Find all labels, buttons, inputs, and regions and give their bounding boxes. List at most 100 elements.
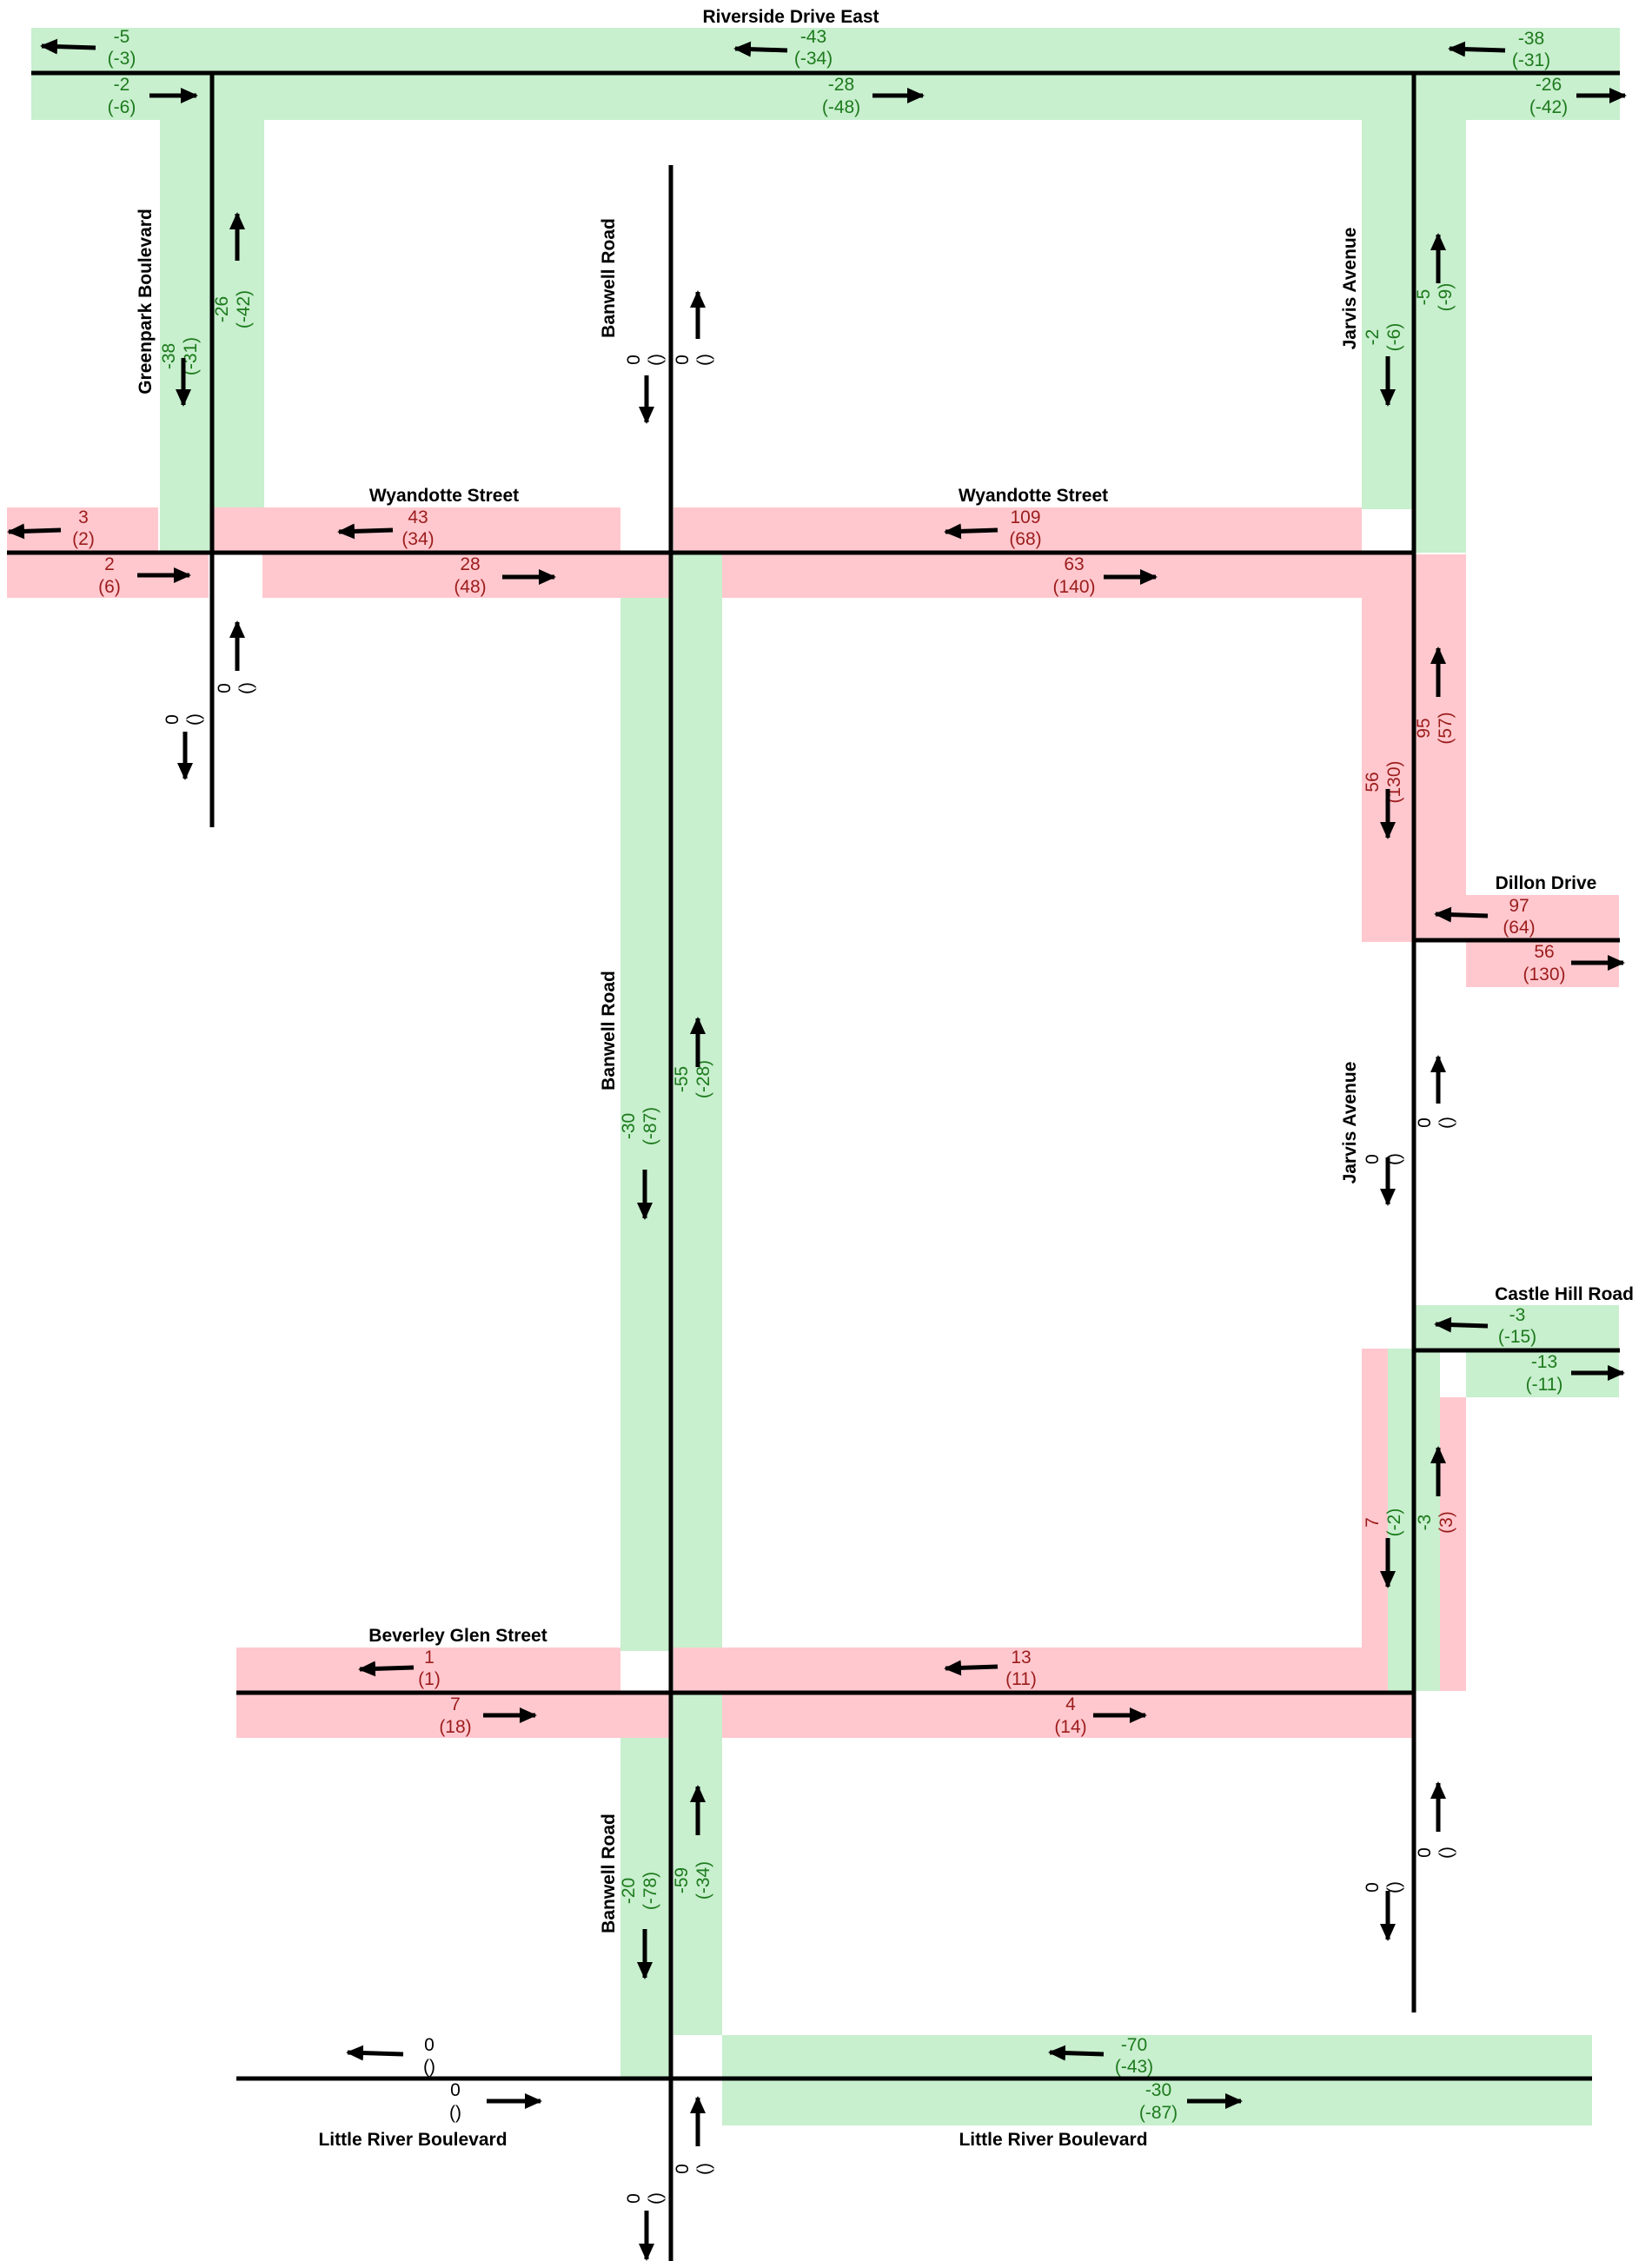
- flow-value: 0: [1363, 1154, 1383, 1164]
- band-beverley-w-wb: [236, 1648, 620, 1691]
- vertical-flows: -38 (-31) -26 (-42) 0 () 0 () 0 () 0 (): [159, 212, 1456, 2261]
- band-banwell-s-nb: [673, 1694, 722, 2035]
- flow-percent: (-3): [108, 49, 136, 69]
- flow-bands: [7, 28, 1620, 2125]
- flow-value: 7: [450, 1694, 461, 1714]
- band-jarvis-cs-nb-inner: [1416, 1349, 1440, 1691]
- flow-label: 4 (14): [1054, 1694, 1086, 1737]
- band-beverley-e-wb: [673, 1648, 1388, 1691]
- flow-label: -2 (-6): [1363, 323, 1404, 352]
- arrow-left-icon: [944, 523, 998, 540]
- flow-percent: (-87): [640, 1107, 660, 1145]
- road-name-banwell-road-south: Banwell Road: [599, 1813, 619, 1933]
- arrow-left-icon: [358, 1661, 415, 1677]
- flow-value: 56: [1534, 942, 1554, 962]
- flow-label: 109 (68): [1009, 507, 1041, 549]
- flow-percent: (6): [98, 577, 121, 597]
- flow-percent: (-43): [1115, 2057, 1153, 2077]
- flow-value: 0: [424, 2035, 435, 2055]
- flow-value: 63: [1064, 554, 1084, 574]
- flow-label: -2 (-6): [108, 75, 136, 117]
- band-wyandotte-mid-wb: [214, 507, 620, 551]
- flow-label: 7 (-2): [1363, 1508, 1404, 1537]
- band-riverside-eb: [31, 75, 1620, 120]
- road-name-banwell-road-mid: Banwell Road: [599, 971, 619, 1091]
- flow-percent: (-34): [794, 49, 833, 69]
- flow-percent: (14): [1054, 1717, 1086, 1737]
- flow-percent: (140): [1052, 577, 1095, 597]
- flow-value: 13: [1011, 1648, 1031, 1668]
- flow-value: -3: [1509, 1305, 1526, 1325]
- arrow-left-icon: [1048, 2045, 1105, 2061]
- road-name-jarvis-avenue-mid: Jarvis Avenue: [1340, 1062, 1360, 1184]
- flow-label: -30 (-87): [1139, 2080, 1178, 2123]
- flow-value: 0: [1415, 1117, 1435, 1128]
- flow-percent: (): [646, 2192, 666, 2205]
- flow-label: -55 (-28): [672, 1060, 713, 1098]
- flow-percent: (): [184, 713, 204, 726]
- flow-value: -5: [1414, 289, 1434, 306]
- flow-label: -30 (-87): [619, 1107, 660, 1145]
- flow-label: 2 (6): [98, 554, 121, 597]
- flow-label: -38 (-31): [1512, 29, 1550, 70]
- road-name-dillon-drive: Dillon Drive: [1496, 873, 1597, 893]
- flow-label: -28 (-48): [822, 75, 860, 117]
- flow-label: 0 (): [1415, 1847, 1456, 1859]
- band-little-river-e-eb: [722, 2080, 1592, 2125]
- flow-value: 0: [624, 2193, 644, 2204]
- band-banwell-mid-nb: [673, 554, 722, 1651]
- road-name-banwell-road-north: Banwell Road: [599, 218, 619, 338]
- band-riverside-wb: [31, 28, 1620, 71]
- band-banwell-mid-sb: [620, 598, 669, 1651]
- flow-value: -38: [159, 343, 179, 369]
- flow-label: 0 (): [624, 2192, 666, 2205]
- flow-value: 0: [624, 355, 644, 365]
- flow-value: 0: [1415, 1847, 1435, 1858]
- flow-percent: (48): [454, 577, 486, 597]
- flow-label: 0 (): [423, 2035, 435, 2077]
- flow-percent: (-6): [1384, 323, 1404, 352]
- flow-percent: (): [1436, 1847, 1456, 1859]
- band-wyandotte-e-eb: [722, 554, 1412, 598]
- flow-percent: (-42): [234, 290, 254, 328]
- arrow-left-icon: [1434, 1316, 1489, 1333]
- flow-value: 3: [78, 507, 89, 527]
- flow-percent: (-6): [108, 97, 136, 117]
- flow-value: 4: [1065, 1694, 1076, 1714]
- flow-percent: (1): [418, 1669, 441, 1689]
- arrow-left-icon: [1448, 41, 1506, 57]
- road-name-wyandotte-street-east: Wyandotte Street: [959, 486, 1108, 506]
- flow-label: -13 (-11): [1526, 1352, 1563, 1395]
- flow-value: 0: [450, 2080, 461, 2100]
- road-names: Riverside Drive East Greenpark Boulevard…: [136, 7, 1634, 2150]
- flow-value: -70: [1121, 2035, 1147, 2055]
- band-greenpark-sb: [160, 73, 210, 551]
- flow-value: -28: [828, 75, 854, 95]
- flow-percent: (18): [439, 1717, 471, 1737]
- flow-percent: (): [1436, 1117, 1456, 1129]
- flow-value: 95: [1414, 718, 1434, 738]
- flow-label: 3 (2): [72, 507, 95, 549]
- flow-percent: (-34): [693, 1861, 713, 1900]
- road-name-little-river-boulevard-east: Little River Boulevard: [959, 2130, 1147, 2150]
- flow-label: -26 (-42): [1529, 75, 1568, 117]
- flow-label: 0 (): [673, 2163, 714, 2175]
- flow-percent: (): [646, 354, 666, 366]
- flow-percent: (-48): [822, 97, 860, 117]
- band-jarvis-cs-nb-outer: [1440, 1397, 1466, 1691]
- flow-percent: (-42): [1529, 97, 1568, 117]
- road-name-jarvis-avenue-north: Jarvis Avenue: [1340, 228, 1360, 350]
- flow-value: -3: [1415, 1515, 1435, 1531]
- road-name-wyandotte-street-west: Wyandotte Street: [369, 486, 519, 506]
- flow-value: 109: [1010, 507, 1040, 527]
- flow-label: 43 (34): [401, 507, 434, 549]
- flow-value: -2: [1363, 329, 1383, 346]
- flow-percent: (130): [1523, 965, 1565, 985]
- flow-value: 0: [1363, 1882, 1383, 1893]
- flow-percent: (57): [1436, 712, 1456, 744]
- flow-label: -3 (3): [1415, 1511, 1456, 1534]
- flow-value: 7: [1363, 1517, 1383, 1528]
- road-name-greenpark-boulevard: Greenpark Boulevard: [136, 209, 156, 395]
- flow-percent: (-2): [1384, 1508, 1404, 1537]
- flow-percent: (): [236, 682, 256, 694]
